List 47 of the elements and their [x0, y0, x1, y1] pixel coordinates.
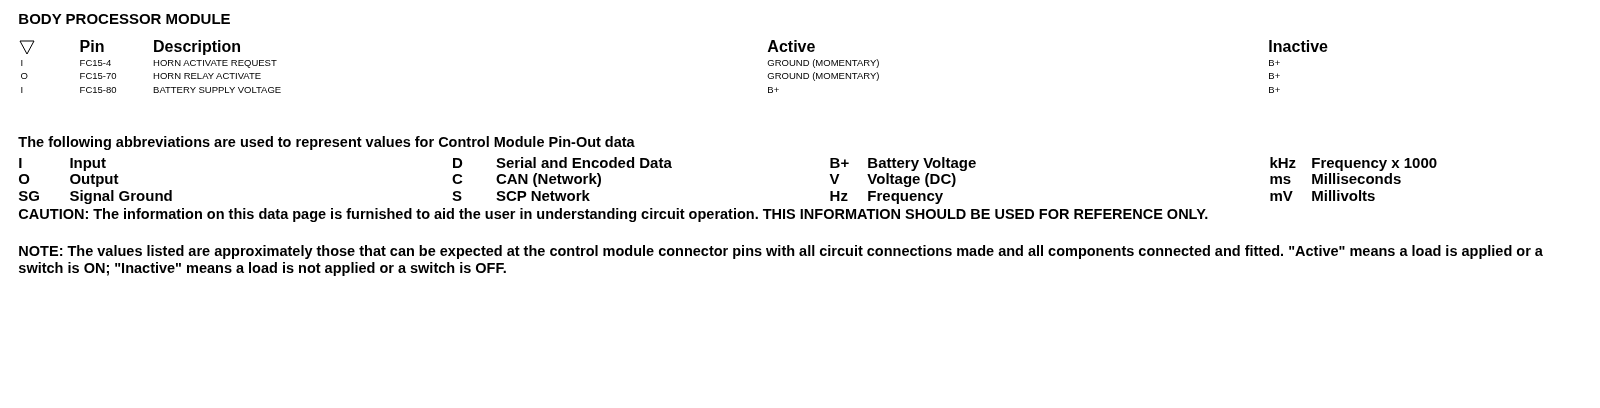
- abbreviation-code: kHz: [1269, 154, 1297, 172]
- note-text: NOTE: The values listed are approximately those that can be expected at the control module connector pins with all circuit connections made and all components connected and fitted. "Active" means a load is applied or a switch is ON; "Inactive" means a load is not applied or a switch is OFF.: [18, 242, 1544, 277]
- abbreviation-meaning: Serial and Encoded Data: [495, 154, 672, 172]
- caution-note: CAUTION: The information on this data page is furnished to aid the user in understanding circuit operation. THIS INFORMATION SHOULD BE USED FOR REFERENCE ONLY.: [18, 206, 1210, 224]
- column-header: Description: [153, 37, 242, 57]
- abbreviation-meaning: CAN (Network): [495, 170, 602, 188]
- abbreviation-code: C: [452, 170, 463, 188]
- abbreviation-code: mV: [1269, 186, 1293, 204]
- abbreviation-code: B+: [829, 154, 850, 172]
- abbreviation-code: D: [452, 154, 463, 172]
- pin-id: FC15-70: [79, 71, 117, 83]
- direction-code: I: [20, 84, 24, 96]
- abbreviation-meaning: Input: [69, 154, 107, 172]
- direction-code: O: [20, 71, 28, 83]
- active-value: B+: [767, 84, 780, 96]
- column-header: Pin: [79, 37, 105, 57]
- abbreviation-meaning: Millivolts: [1311, 186, 1376, 204]
- pin-description: HORN RELAY ACTIVATE: [153, 71, 262, 83]
- abbreviation-code: S: [452, 186, 463, 204]
- abbreviation-code: Hz: [829, 186, 848, 204]
- column-header: Inactive: [1268, 37, 1328, 57]
- abbreviation-meaning: Frequency: [867, 186, 944, 204]
- abbreviation-heading: The following abbreviations are used to represent values for Control Module Pin-Out data: [18, 133, 636, 151]
- active-value: GROUND (MOMENTARY): [767, 71, 880, 83]
- abbreviation-code: ms: [1269, 170, 1292, 188]
- abbreviation-code: SG: [18, 186, 41, 204]
- abbreviation-code: I: [18, 154, 23, 172]
- pin-id: FC15-4: [79, 58, 112, 70]
- abbreviation-meaning: Output: [69, 170, 119, 188]
- abbreviation-meaning: Milliseconds: [1311, 170, 1402, 188]
- abbreviation-meaning: Frequency x 1000: [1311, 154, 1438, 172]
- abbreviation-meaning: Voltage (DC): [867, 170, 957, 188]
- module-title: BODY PROCESSOR MODULE: [18, 10, 231, 28]
- abbreviation-meaning: Signal Ground: [69, 186, 173, 204]
- inactive-value: B+: [1268, 58, 1281, 70]
- abbreviation-code: V: [829, 170, 840, 188]
- pin-description: BATTERY SUPPLY VOLTAGE: [153, 84, 282, 96]
- abbreviation-meaning: SCP Network: [495, 186, 590, 204]
- pin-description: HORN ACTIVATE REQUEST: [153, 58, 277, 70]
- abbreviation-meaning: Battery Voltage: [867, 154, 977, 172]
- inactive-value: B+: [1268, 71, 1281, 83]
- inactive-value: B+: [1268, 84, 1281, 96]
- direction-code: I: [20, 58, 24, 70]
- abbreviation-code: O: [18, 170, 31, 188]
- column-header: Active: [767, 37, 816, 57]
- pin-id: FC15-80: [79, 84, 117, 96]
- active-value: GROUND (MOMENTARY): [767, 58, 880, 70]
